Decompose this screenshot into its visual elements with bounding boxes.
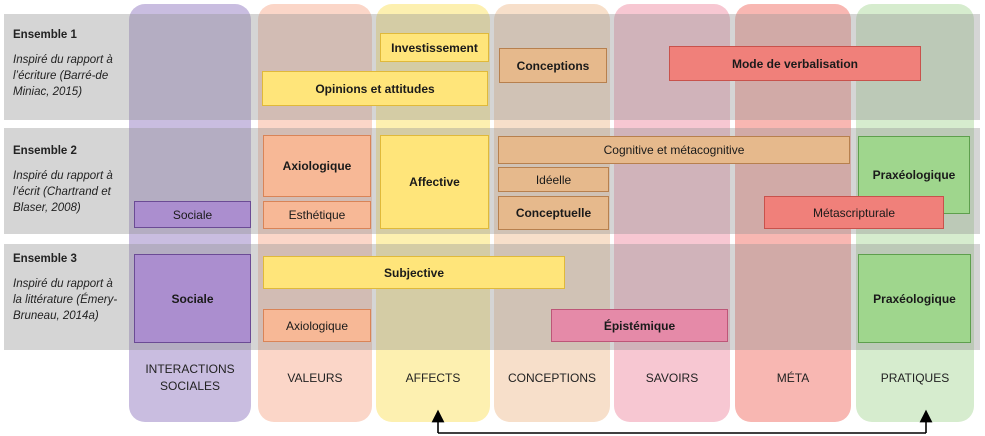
box-axiologique-3: Axiologique [263, 309, 371, 342]
box-axiologique-2: Axiologique [263, 135, 371, 197]
box-sociale-3: Sociale [134, 254, 251, 343]
ensemble-1-subtitle: Inspiré du rapport à l’écriture (Barré-d… [13, 54, 113, 98]
ensemble-1-title: Ensemble 1 [13, 29, 77, 41]
box-sociale-2: Sociale [134, 201, 251, 228]
box-cognitive-metacognitive: Cognitive et métacognitive [498, 136, 850, 164]
col-label-savoirs: SAVOIRS [645, 370, 699, 385]
col-label-conceptions: CONCEPTIONS [507, 370, 596, 385]
ensemble-3-title: Ensemble 3 [13, 253, 77, 265]
box-metascripturale: Métascripturale [764, 196, 944, 229]
box-conceptuelle: Conceptuelle [498, 196, 609, 230]
col-label-valeurs: VALEURS [287, 370, 343, 385]
ensemble-2-subtitle: Inspiré du rapport à l’écrit (Chartrand … [13, 170, 113, 214]
box-affective: Affective [380, 135, 489, 229]
box-ideelle: Idéelle [498, 167, 609, 192]
ensemble-3-label: Ensemble 3 Inspiré du rapport à la litté… [13, 251, 121, 324]
box-epistemique: Épistémique [551, 309, 728, 342]
col-label-interactions-sociales: INTERACTIONS SOCIALES [145, 362, 235, 393]
col-label-affects: AFFECTS [405, 370, 461, 385]
box-esthetique: Esthétique [263, 201, 371, 229]
col-label-pratiques: PRATIQUES [880, 370, 950, 385]
box-conceptions: Conceptions [499, 48, 607, 83]
box-praxeologique-3: Praxéologique [858, 254, 971, 343]
ensemble-3-subtitle: Inspiré du rapport à la littérature (Éme… [13, 278, 118, 322]
ensemble-1-label: Ensemble 1 Inspiré du rapport à l’écritu… [13, 27, 121, 100]
box-mode-verbalisation: Mode de verbalisation [669, 46, 921, 81]
box-investissement: Investissement [380, 33, 489, 62]
col-label-meta: MÉTA [776, 370, 810, 385]
ensemble-2-title: Ensemble 2 [13, 145, 77, 157]
ensemble-2-label: Ensemble 2 Inspiré du rapport à l’écrit … [13, 143, 125, 216]
box-subjective: Subjective [263, 256, 565, 289]
box-opinions-attitudes: Opinions et attitudes [262, 71, 488, 106]
